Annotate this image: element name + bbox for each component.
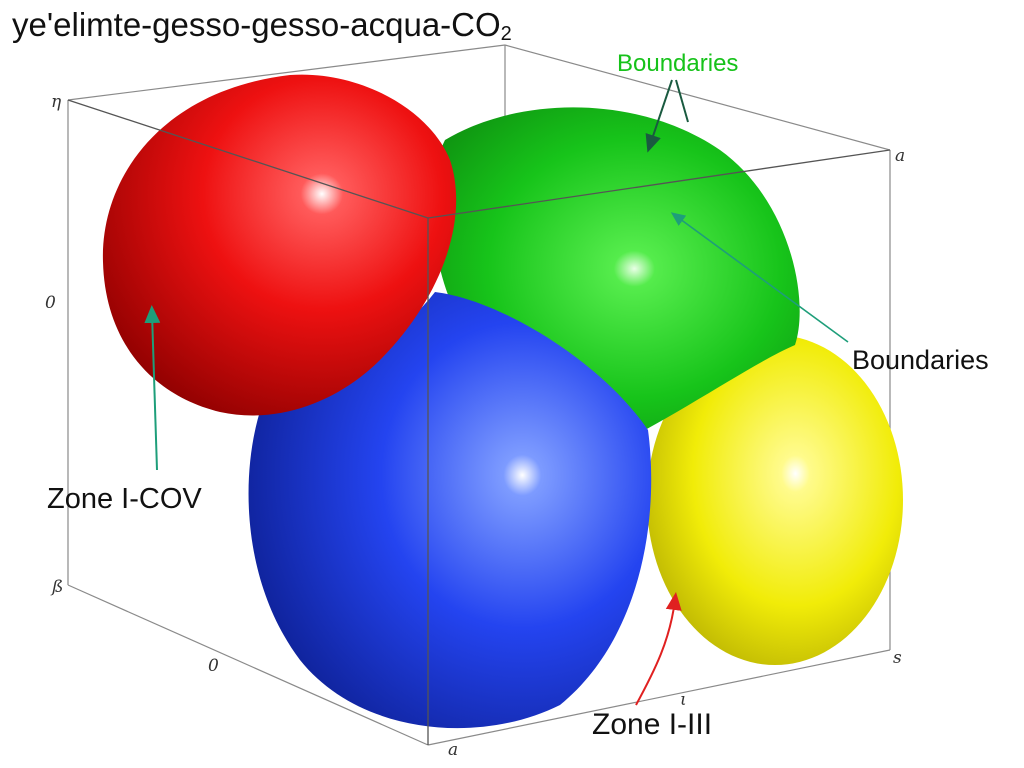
tick-top-left: η: [51, 92, 62, 112]
tick-top-right: a: [895, 146, 906, 166]
green-zone-sphere: [432, 107, 800, 430]
tick-mid-left: 0: [45, 293, 56, 313]
tick-bottom-left: ß: [52, 577, 64, 597]
yellow-zone-sphere: [647, 335, 903, 665]
blue-zone-sphere: [248, 292, 652, 729]
arrow-zone-iii: [635, 592, 682, 706]
tick-bottom-corner: a: [448, 740, 459, 760]
arrow-boundaries-top-right: [675, 79, 689, 123]
arrow-boundaries-right: [670, 212, 849, 343]
label-zone-cov: Zone I-COV: [47, 483, 202, 515]
label-boundaries-right: Boundaries: [852, 345, 989, 375]
red-zone-sphere: [102, 74, 457, 416]
title-text: ye'elimte-gesso-gesso-acqua-CO: [12, 6, 501, 43]
label-boundaries-top: Boundaries: [617, 50, 739, 77]
cube-back-edges: [67, 44, 891, 746]
arrow-zone-cov: [144, 305, 161, 471]
diagram-title: ye'elimte-gesso-gesso-acqua-CO2: [12, 6, 512, 46]
arrow-boundaries-top-left: [645, 79, 673, 153]
cube-front-edges: [67, 99, 891, 745]
label-zone-iii: Zone I-III: [592, 708, 713, 741]
tick-bottom-mid: ι: [680, 690, 687, 710]
title-subscript: 2: [500, 23, 512, 45]
tick-bottom-front: 0: [208, 656, 219, 676]
tick-bottom-right: s: [893, 648, 902, 668]
